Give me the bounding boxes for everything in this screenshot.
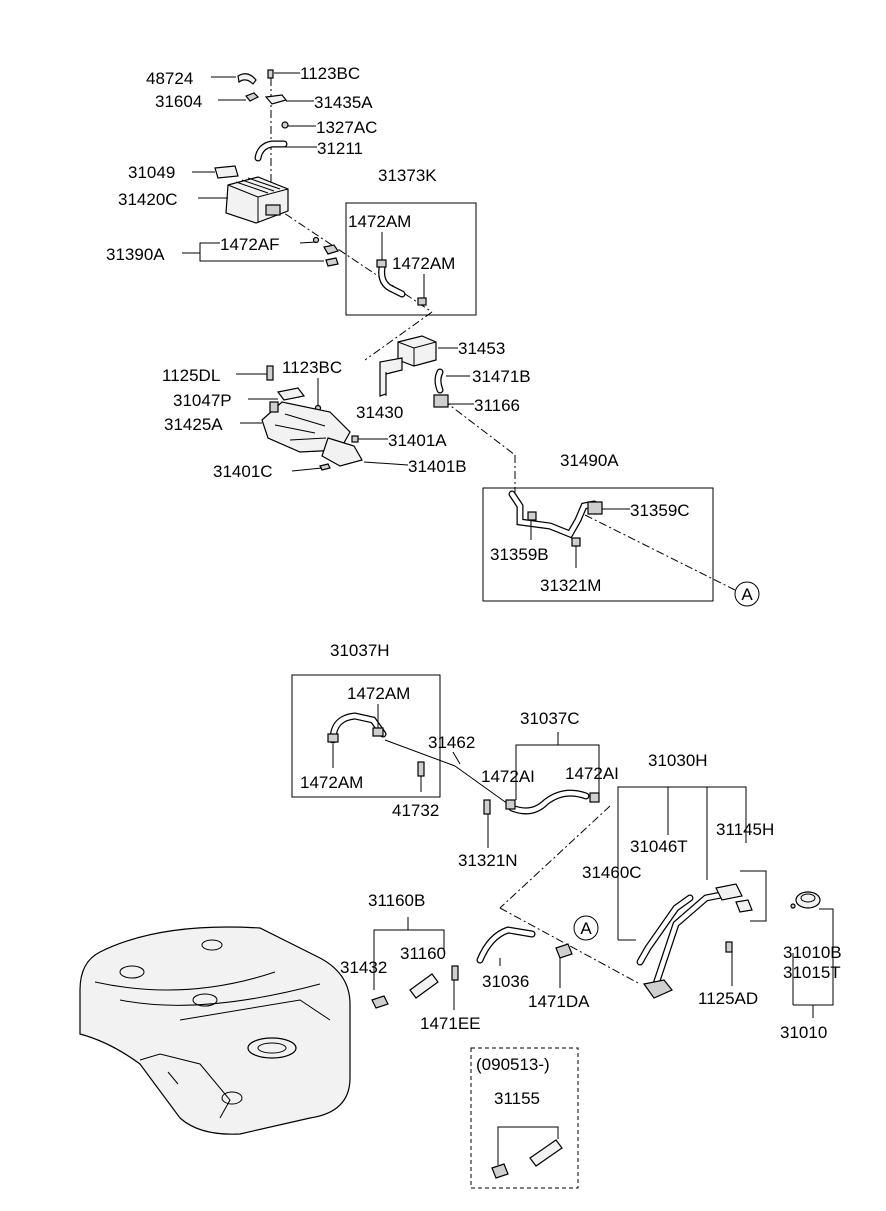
vent-hose-31037C [505, 789, 600, 815]
label-1472AI-a: 1472AI [481, 767, 535, 786]
label-31359B: 31359B [490, 545, 549, 564]
hose-kit-box-31373K [345, 202, 477, 316]
label-31211: 31211 [317, 139, 363, 158]
vent-hose-31037H [327, 712, 387, 744]
bracket-31030H [617, 786, 747, 940]
label-1123BC-mid: 1123BC [282, 358, 342, 377]
label-1472AF: 1472AF [220, 235, 280, 254]
label-31462: 31462 [428, 733, 475, 752]
fuel-cap-31010 [790, 891, 821, 909]
hose-31490A [508, 490, 603, 547]
centerline-a-link [499, 805, 611, 909]
label-31604: 31604 [155, 92, 202, 111]
fuel-tank-31150 [79, 926, 351, 1135]
label-31036: 31036 [482, 972, 529, 991]
label-31166: 31166 [474, 396, 520, 415]
label-31030H: 31030H [648, 751, 708, 770]
tank-fittings [371, 926, 573, 1009]
label-31359C: 31359C [630, 501, 690, 520]
label-31160: 31160 [400, 944, 446, 963]
callout-a-bottom-letter: A [580, 919, 592, 938]
label-31321M: 31321M [540, 576, 601, 595]
label-1125DL: 1125DL [162, 366, 220, 385]
label-1472AM-c: 1472AM [347, 684, 410, 703]
label-1471EE: 1471EE [420, 1014, 481, 1033]
label-31046T: 31046T [630, 837, 688, 856]
label-31037H: 31037H [330, 641, 390, 660]
label-1472AM-d: 1472AM [300, 773, 363, 792]
label-31155: 31155 [494, 1089, 540, 1108]
filler-neck-assembly [636, 883, 753, 999]
label-31373K: 31373K [378, 166, 437, 185]
label-31401B: 31401B [408, 457, 467, 476]
label-31049: 31049 [128, 163, 175, 182]
callout-a-top: A [734, 581, 760, 607]
label-1471DA: 1471DA [528, 992, 590, 1011]
label-48724: 48724 [146, 69, 193, 88]
bracket-31160B [373, 929, 445, 990]
label-31390A: 31390A [106, 245, 165, 264]
label-31145H: 31145H [716, 820, 774, 839]
label-31047P: 31047P [173, 391, 232, 410]
hose-31373K [376, 259, 427, 306]
parts-31155 [491, 1126, 563, 1179]
label-31401C: 31401C [213, 462, 273, 481]
label-31471B: 31471B [472, 367, 531, 386]
label-31432: 31432 [340, 958, 387, 977]
label-1472AM-b: 1472AM [392, 254, 455, 273]
label-31037C: 31037C [520, 709, 580, 728]
callout-a-top-letter: A [741, 585, 753, 604]
label-31321N: 31321N [458, 851, 518, 870]
centerline-a-bottom [499, 907, 641, 985]
label-31160B: 31160B [368, 891, 425, 910]
label-1123BC-top: 1123BC [300, 64, 360, 83]
label-31010B: 31010B [783, 943, 842, 962]
label-31460C: 31460C [582, 863, 642, 882]
label-1327AC: 1327AC [316, 118, 377, 137]
vent-line-31462 [384, 739, 509, 815]
label-31430: 31430 [356, 403, 403, 422]
hose-kit-box-31037H [291, 674, 441, 798]
label-41732: 41732 [392, 801, 439, 820]
leader-lines [182, 72, 733, 1010]
label-1472AI-b: 1472AI [565, 764, 619, 783]
label-31425A: 31425A [164, 415, 223, 434]
label-1472AM-a: 1472AM [348, 212, 411, 231]
label-31453: 31453 [458, 339, 505, 358]
label-1125AD: 1125AD [698, 989, 758, 1008]
label-31010: 31010 [780, 1023, 827, 1042]
label-31420C: 31420C [118, 190, 178, 209]
label-31015T: 31015T [783, 963, 841, 982]
label-31490A: 31490A [560, 451, 619, 470]
label-31435A: 31435A [314, 93, 373, 112]
canister-assembly [214, 69, 736, 591]
label-31401A: 31401A [388, 431, 447, 450]
label-090513: (090513-) [476, 1055, 550, 1074]
callout-a-bottom: A [573, 915, 599, 941]
part-labels: 48724 1123BC 31604 31435A 1327AC 31211 3… [106, 64, 842, 1108]
hose-kit-box-31490A [482, 487, 714, 602]
revision-box-090513 [470, 1047, 579, 1189]
